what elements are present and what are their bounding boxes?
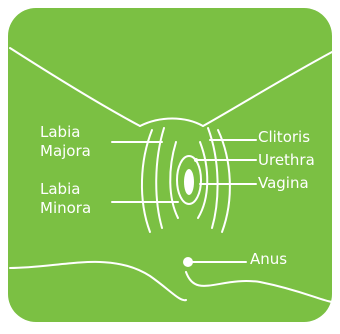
vaginal-opening: [184, 169, 194, 195]
label-urethra: Urethra: [258, 151, 315, 170]
label-anus: Anus: [250, 250, 287, 269]
anus-dot: [183, 257, 193, 267]
urethra-dot: [194, 158, 198, 162]
label-clitoris: Clitoris: [258, 128, 310, 147]
label-labia-minora: Labia Minora: [40, 180, 91, 218]
label-labia-majora-line2: Majora: [40, 142, 91, 161]
label-labia-minora-line1: Labia: [40, 180, 91, 199]
label-labia-minora-line2: Minora: [40, 199, 91, 218]
label-vagina: Vagina: [258, 174, 309, 193]
label-labia-majora: Labia Majora: [40, 123, 91, 161]
label-labia-majora-line1: Labia: [40, 123, 91, 142]
